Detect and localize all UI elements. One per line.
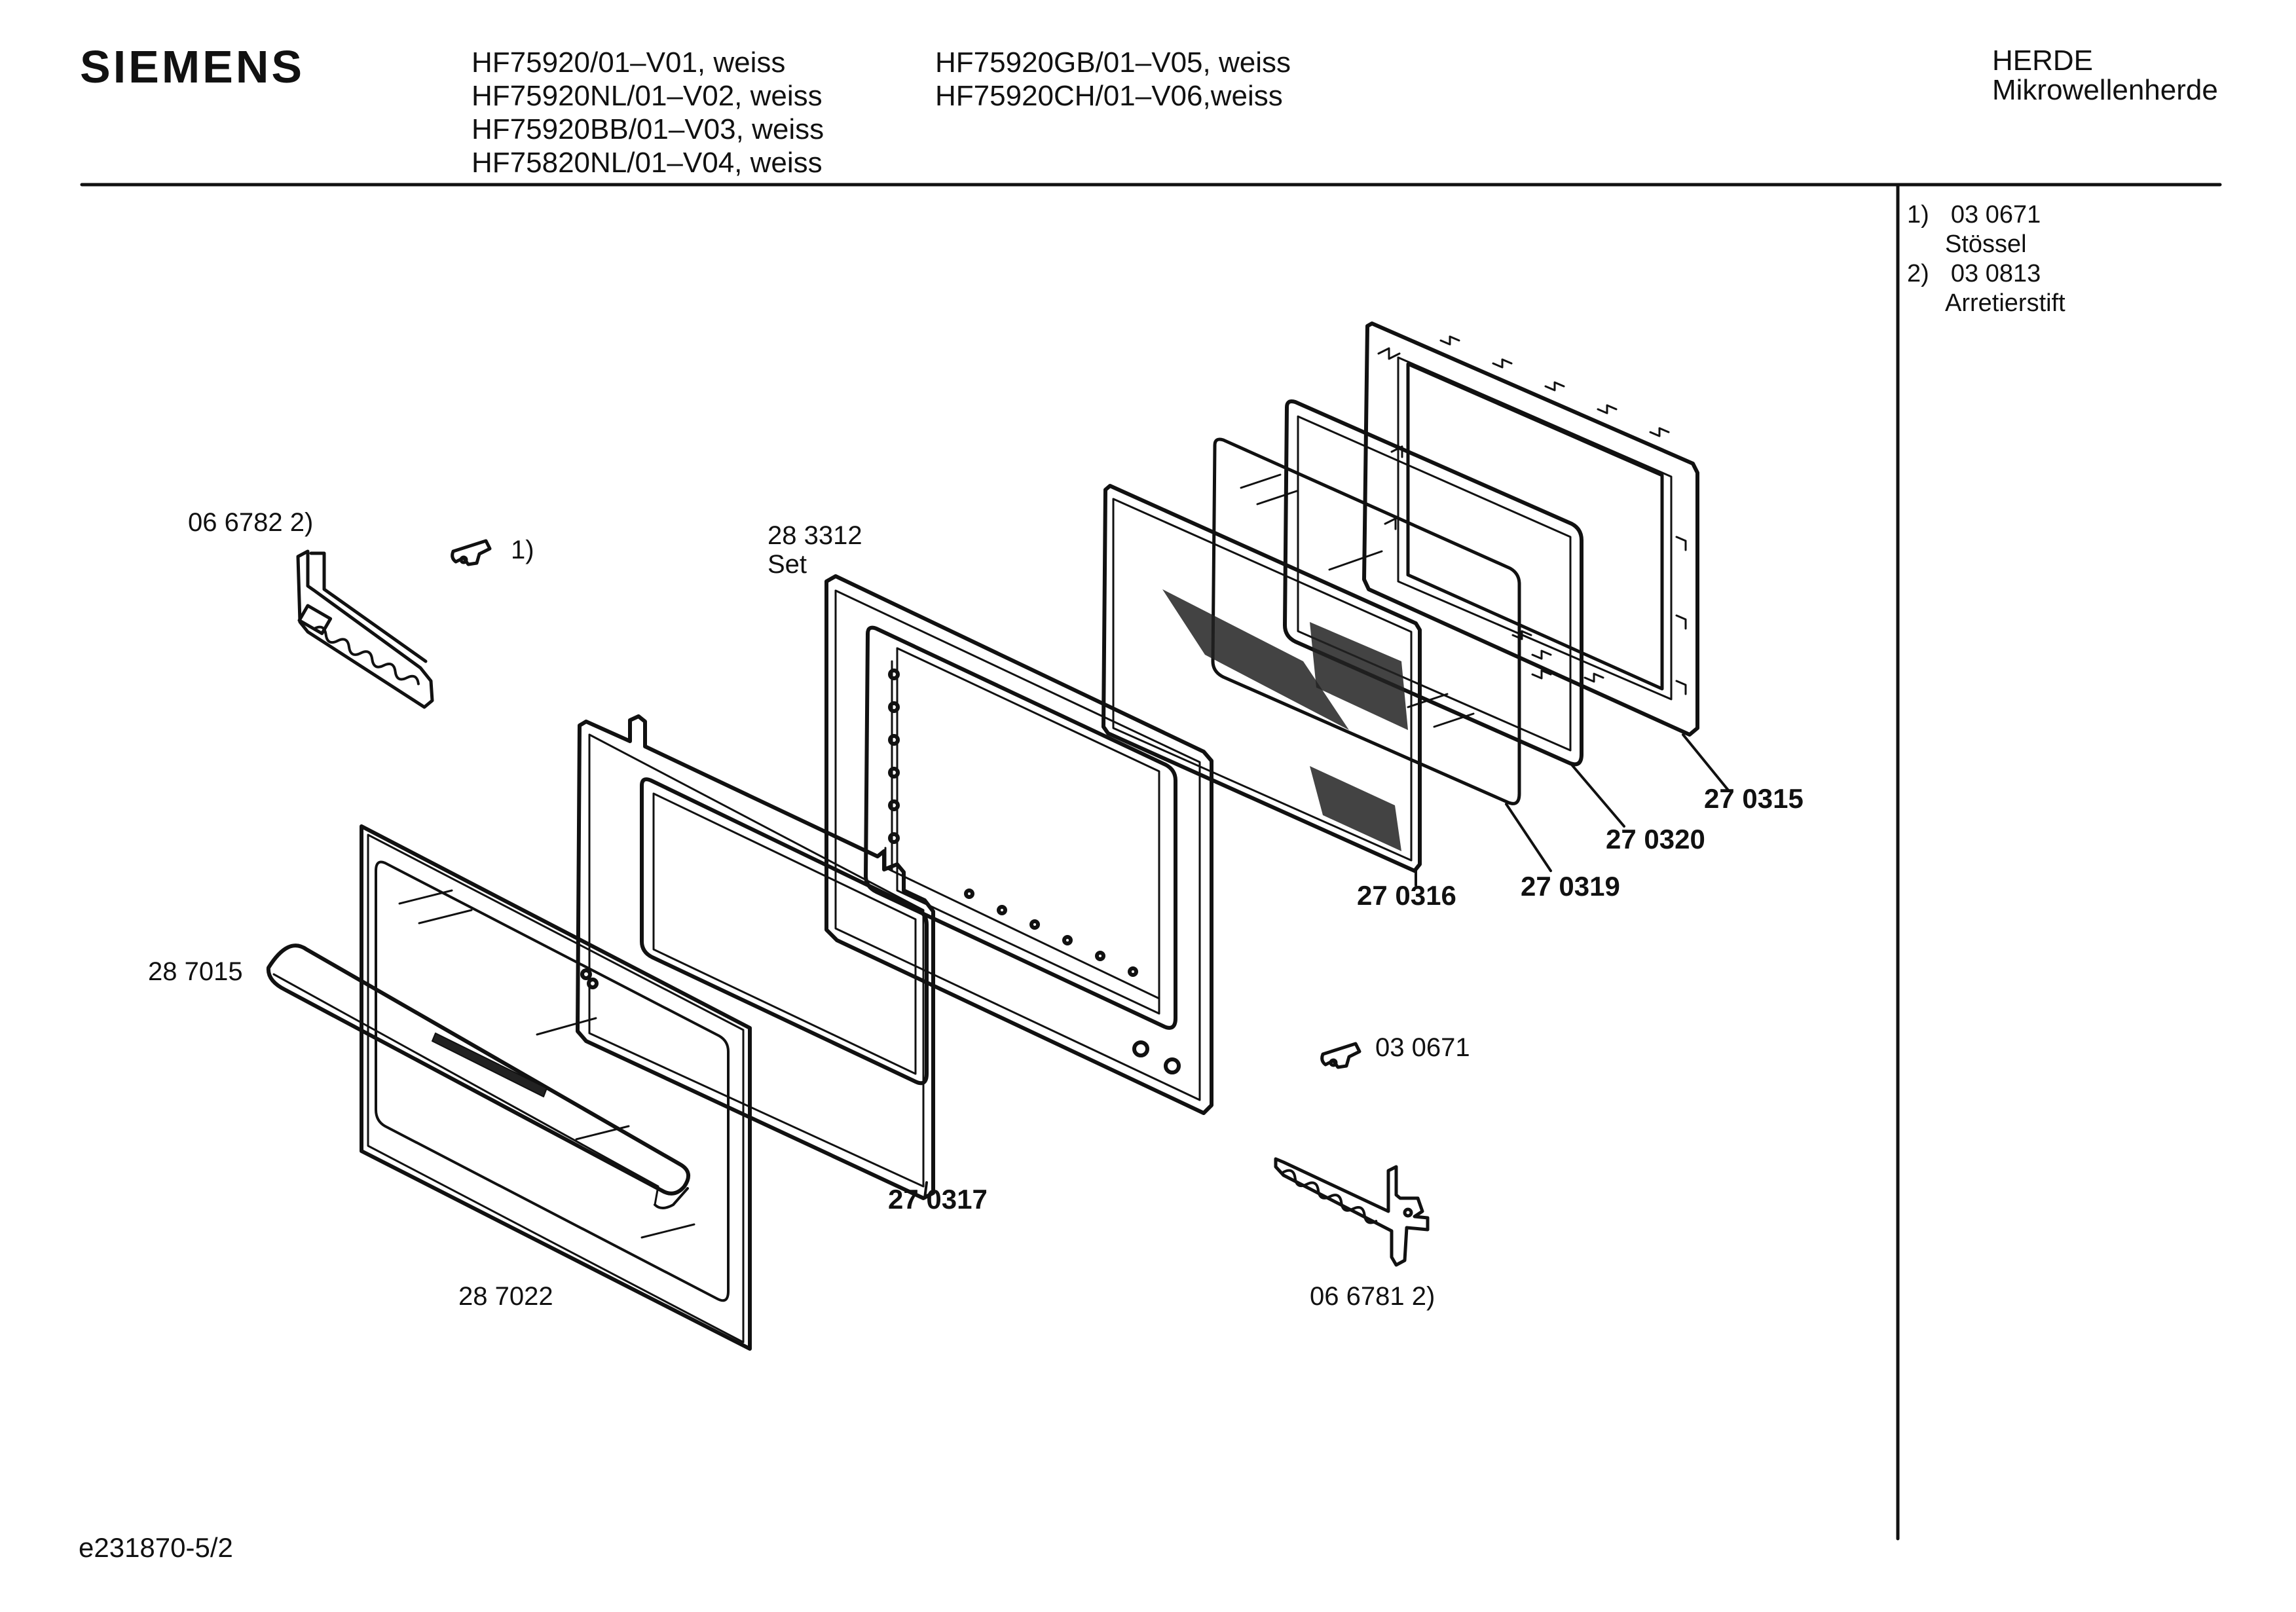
note-item: 2) 03 0813 <box>1907 259 2065 289</box>
label-hinge-right: 06 6781 2) <box>1310 1282 1435 1311</box>
label-mesh: 27 0316 <box>1357 880 1456 911</box>
drawing-code: e231870-5/2 <box>79 1532 233 1563</box>
leader-270317 <box>923 1181 928 1200</box>
note-part: 03 0813 <box>1950 260 2041 287</box>
model-list-1: HF75920/01–V01, weiss HF75920NL/01–V02, … <box>472 46 824 179</box>
label-pin-right: 03 0671 <box>1375 1033 1470 1062</box>
model-line: HF75920/01–V01, weiss <box>472 46 786 79</box>
note-index: 2) <box>1907 260 1929 287</box>
label-seal: 27 0320 <box>1606 824 1705 854</box>
leader-270315 <box>1682 733 1730 792</box>
model-line: HF75920GB/01–V05, weiss <box>935 46 1291 79</box>
leader-270320 <box>1570 763 1625 828</box>
note-index: 1) <box>1907 201 1929 229</box>
label-inner-frame: 27 0317 <box>888 1184 988 1215</box>
inner-door-frame-part <box>576 714 935 1200</box>
pin-right-part <box>1320 1042 1361 1069</box>
door-frame-set-part <box>824 574 1213 1115</box>
label-outer-door: 28 7022 <box>458 1282 553 1311</box>
brand-logo: SIEMENS <box>80 41 305 92</box>
label-choke-frame: 27 0315 <box>1704 783 1804 814</box>
category-line: Mikrowellenherde <box>1992 74 2218 106</box>
microwave-mesh-part <box>1102 484 1422 873</box>
label-pin-left: 1) <box>511 536 534 564</box>
note-part: 03 0671 <box>1950 201 2041 229</box>
note-name: Stössel <box>1945 230 2027 258</box>
notes-block: 1) 03 0671 Stössel 2) 03 0813 Arretierst… <box>1907 200 2065 318</box>
choke-frame-part <box>1362 321 1699 737</box>
hinge-left-part <box>296 549 434 709</box>
door-seal-part <box>1283 399 1583 767</box>
model-line: HF75820NL/01–V04, weiss <box>472 147 823 179</box>
model-line: HF75920CH/01–V06,weiss <box>935 80 1283 112</box>
model-line: HF75920BB/01–V03, weiss <box>472 113 824 145</box>
category-line: HERDE <box>1992 45 2094 77</box>
note-name: Arretierstift <box>1945 289 2065 317</box>
pin-left-part <box>451 539 492 566</box>
label-hinge-left: 06 6782 2) <box>188 508 314 537</box>
label-frame-set-word: Set <box>768 550 807 579</box>
note-item: 1) 03 0671 <box>1907 200 2065 230</box>
model-list-2: HF75920GB/01–V05, weiss HF75920CH/01–V06… <box>935 46 1291 113</box>
model-line: HF75920NL/01–V02, weiss <box>472 80 823 112</box>
label-handle: 28 7015 <box>148 957 243 986</box>
leader-270319 <box>1505 803 1552 872</box>
label-glass: 27 0319 <box>1521 871 1620 902</box>
label-frame-set-number: 28 3312 <box>768 521 862 550</box>
hinge-right-part <box>1274 1157 1430 1267</box>
outer-door-glass-part <box>360 824 752 1351</box>
door-handle-part <box>266 943 691 1209</box>
glass-pane-part <box>1211 437 1521 805</box>
category-block: HERDE Mikrowellenherde <box>1992 46 2218 105</box>
